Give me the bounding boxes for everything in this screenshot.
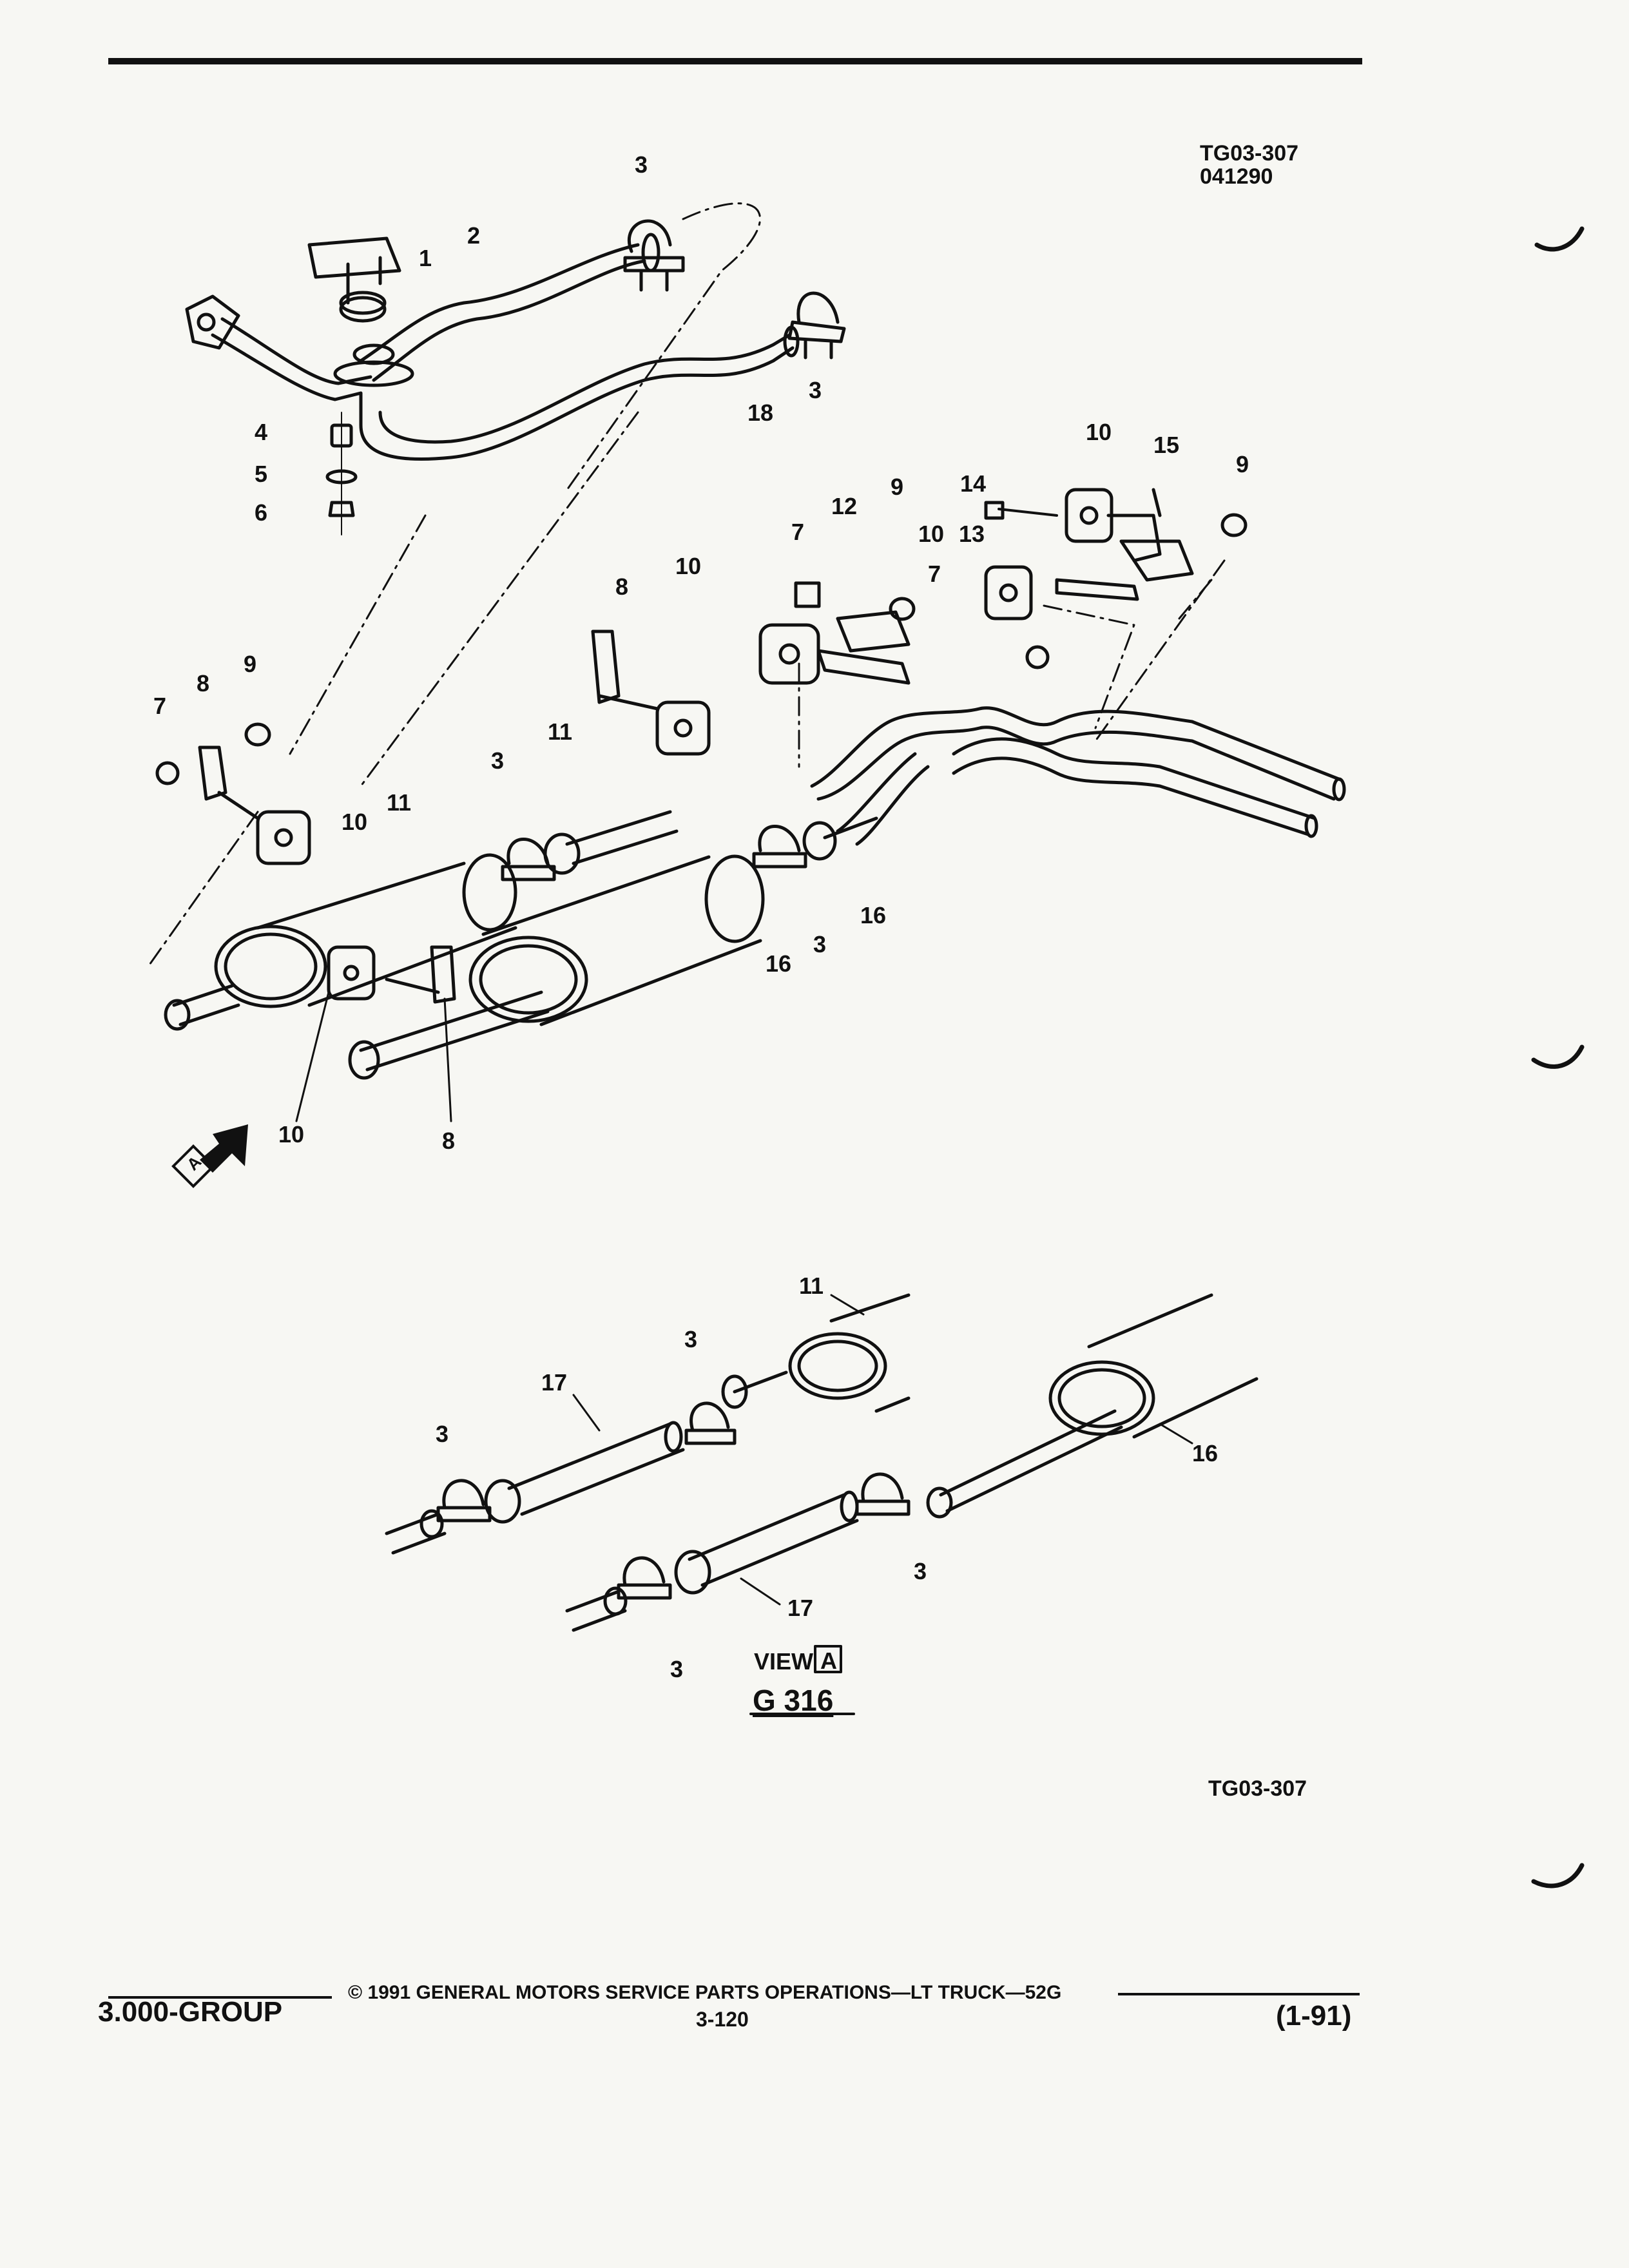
callout-10-mid: 10 — [918, 521, 945, 547]
callout-8-upper: 8 — [615, 573, 629, 600]
bracket-15 — [1106, 488, 1162, 562]
hanger-10-left — [256, 810, 311, 865]
callout-3-top-left: 3 — [635, 151, 648, 178]
callout-3-top-right: 3 — [809, 377, 822, 403]
clamp-3-mid-right — [752, 825, 807, 869]
callout-5: 5 — [255, 461, 268, 487]
footer-group: 3.000-GROUP — [98, 1996, 283, 2028]
view-a-detail — [385, 1293, 1258, 1715]
view-a-callout-3-bottom: 3 — [670, 1656, 684, 1682]
view-a-callout-11: 11 — [799, 1273, 824, 1299]
clamp-3-top-right — [787, 291, 846, 360]
callout-7-mid: 7 — [791, 519, 805, 545]
muffler-16 — [468, 854, 765, 1026]
view-a-callout-17-lower: 17 — [787, 1595, 814, 1621]
callout-14: 14 — [960, 470, 987, 497]
callout-13: 13 — [959, 521, 985, 547]
footer-copyright: © 1991 GENERAL MOTORS SERVICE PARTS OPER… — [348, 1982, 1062, 2003]
callout-16-right: 16 — [860, 902, 887, 928]
callout-8-bottom: 8 — [442, 1128, 456, 1154]
clamp-3-top-left — [623, 219, 685, 292]
illustration-code: G 316 — [753, 1684, 834, 1717]
tailpipe-assembly — [810, 706, 1342, 846]
callout-10-upper: 10 — [1086, 419, 1112, 445]
manifold-flange — [185, 294, 240, 350]
callout-9-left: 9 — [244, 651, 257, 677]
bracket-13 — [1055, 539, 1194, 601]
callout-7-right: 7 — [928, 561, 941, 587]
callout-11-left: 11 — [387, 789, 412, 816]
view-label: VIEW — [754, 1648, 814, 1675]
top-rule — [108, 58, 1362, 64]
view-letter: A — [820, 1648, 837, 1674]
callout-4: 4 — [255, 419, 268, 445]
view-a-callout-16: 16 — [1192, 1440, 1219, 1466]
callout-12: 12 — [831, 493, 858, 519]
callout-15: 15 — [1153, 432, 1180, 458]
callout-2: 2 — [467, 222, 481, 249]
callout-3-lower: 3 — [813, 931, 827, 957]
callout-10-a: 10 — [675, 553, 702, 579]
callout-11-upper: 11 — [548, 718, 573, 745]
footer-revision: (1-91) — [1276, 2000, 1352, 2032]
callout-6: 6 — [255, 499, 268, 526]
callout-18: 18 — [747, 399, 774, 426]
exhaust-pipe-18 — [211, 317, 795, 461]
muffler-11 — [214, 853, 517, 1008]
figure-code-bottom: TG03-307 — [1208, 1776, 1307, 1801]
view-a-callout-17-upper: 17 — [541, 1369, 568, 1396]
callout-10-left: 10 — [342, 809, 368, 835]
hanger-10-mid — [984, 565, 1033, 620]
callout-3-mid: 3 — [491, 747, 505, 774]
callout-9-mid: 9 — [891, 474, 904, 500]
clamp-3-mid-left — [501, 838, 556, 881]
callout-7-left: 7 — [153, 693, 167, 719]
callout-9-right: 9 — [1236, 451, 1249, 477]
date-code: 041290 — [1200, 164, 1273, 189]
hanger-10-a — [758, 623, 820, 685]
view-a-callout-3-left: 3 — [436, 1421, 449, 1447]
footer-page-number: 3-120 — [696, 2008, 749, 2031]
figure-code: TG03-307 — [1200, 141, 1299, 166]
callout-1: 1 — [419, 245, 432, 271]
front-exhaust-pipe-2 — [359, 243, 646, 382]
view-a-callout-3-right: 3 — [914, 1558, 927, 1584]
view-a-arrow — [171, 1124, 248, 1188]
view-a-callout-3-top: 3 — [684, 1326, 698, 1352]
hanger-10-b — [655, 700, 711, 756]
callout-16-left: 16 — [766, 950, 792, 977]
callout-8-left: 8 — [197, 670, 210, 697]
callout-10-bottom: 10 — [278, 1121, 305, 1148]
bracket-8-left — [198, 745, 260, 820]
